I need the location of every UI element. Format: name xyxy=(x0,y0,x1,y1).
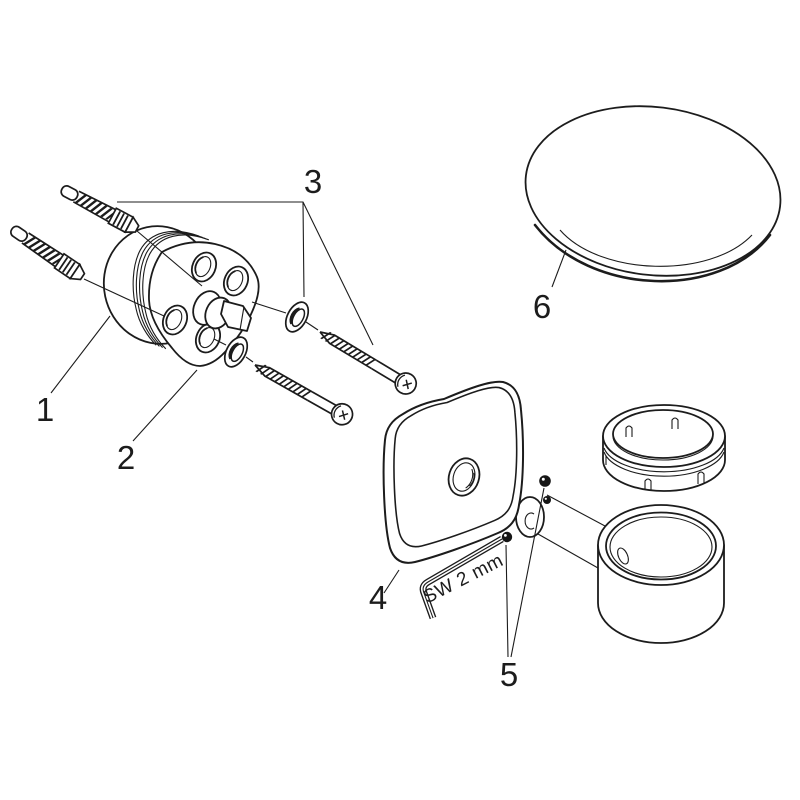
snap-ring xyxy=(602,404,726,492)
part-label-3: 3 xyxy=(304,163,322,200)
assembly-axis-lines xyxy=(537,494,606,569)
mounting-plate xyxy=(132,230,260,367)
wall-plug xyxy=(58,181,141,236)
assembly-axis-lines xyxy=(83,230,319,363)
cap-rim-band xyxy=(533,223,772,283)
plate-hole xyxy=(161,304,189,336)
part-label-6: 6 xyxy=(533,288,551,325)
part-label-2: 2 xyxy=(117,439,135,476)
part-label-1: 1 xyxy=(36,391,54,428)
cap-inner-edge xyxy=(559,229,753,267)
fixing-screw xyxy=(250,356,357,429)
hex-key xyxy=(419,535,504,620)
escutcheon-hole xyxy=(447,457,481,497)
leader-lines xyxy=(50,201,567,658)
part-label-5: 5 xyxy=(500,656,518,693)
wall-plug xyxy=(7,222,87,284)
set-screws xyxy=(501,475,551,543)
cover-cap xyxy=(524,105,782,283)
plate-hole xyxy=(222,265,250,297)
escutcheon-cover xyxy=(382,380,525,564)
plate-hole xyxy=(190,251,218,283)
washer xyxy=(279,296,315,338)
part-label-4: 4 xyxy=(369,579,387,616)
holder-sleeve xyxy=(597,504,725,644)
